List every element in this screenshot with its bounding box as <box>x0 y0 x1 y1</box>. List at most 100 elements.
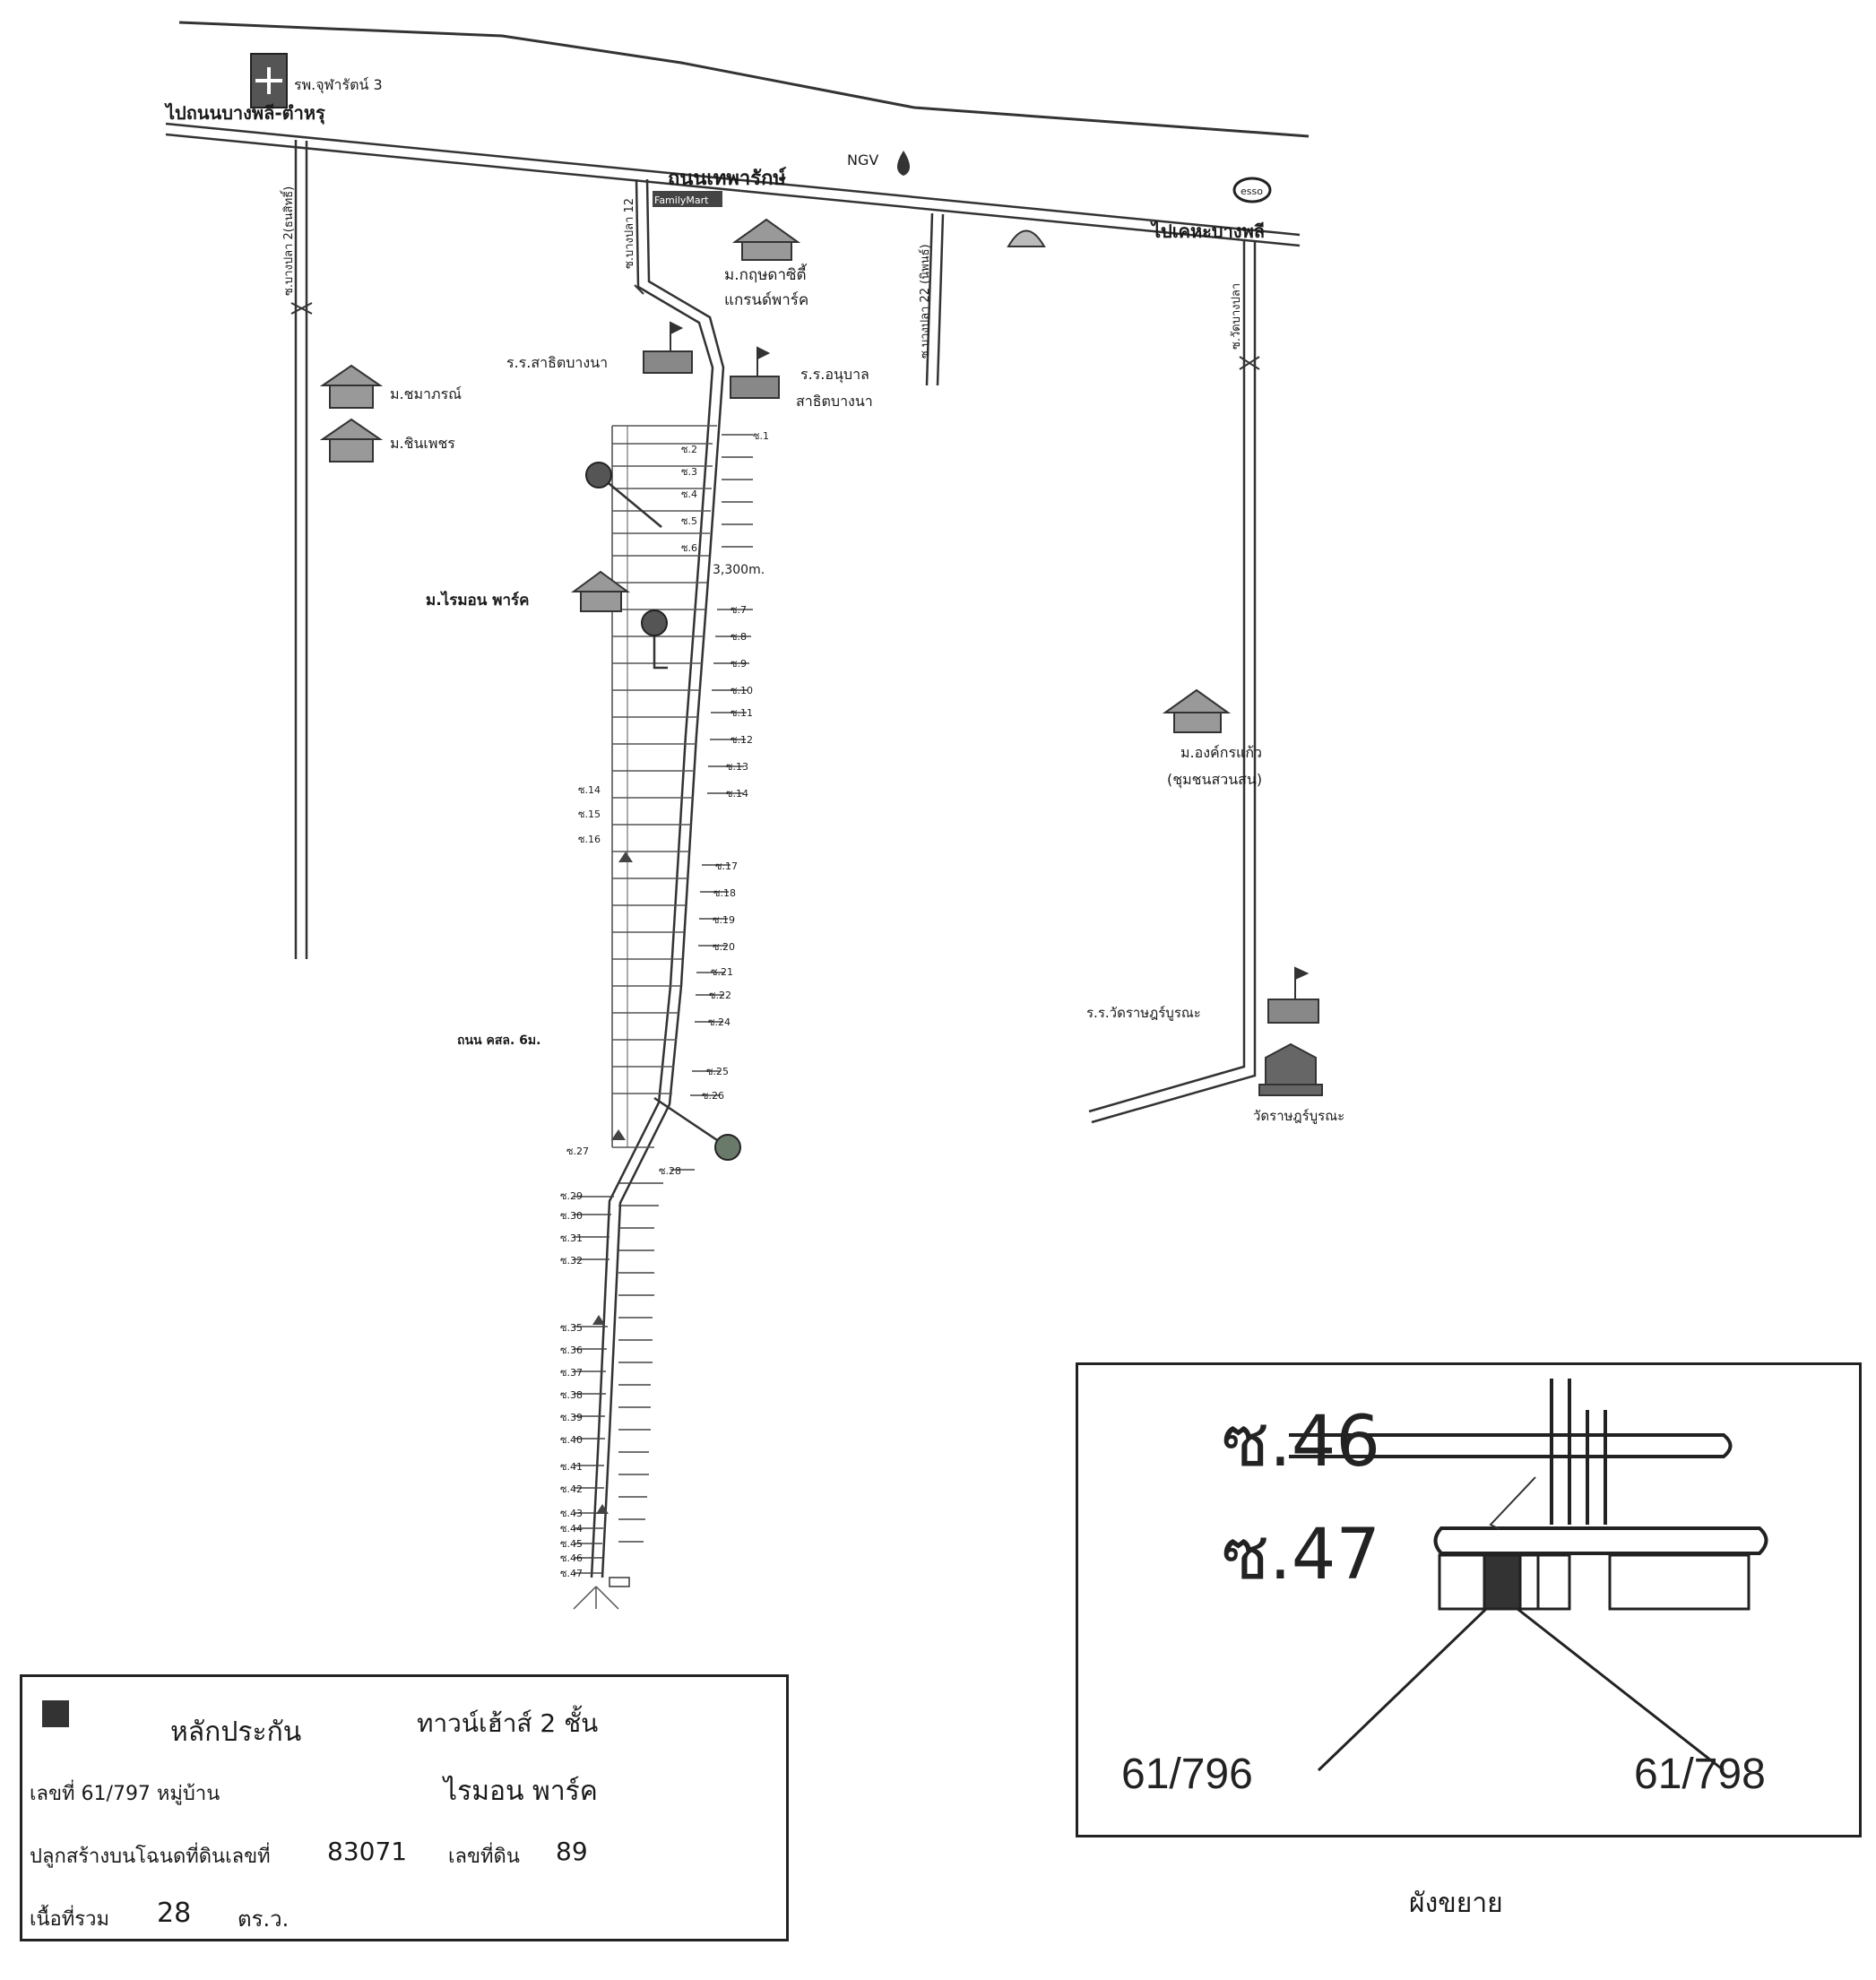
chinphet-label: ม.ชินเพชร <box>390 435 455 452</box>
soi-22-label: ซ.บางปลา 22 (นิพนธ์) <box>918 244 932 359</box>
svg-text:ซ.26: ซ.26 <box>702 1090 724 1102</box>
svg-text:ซ.11: ซ.11 <box>731 707 753 719</box>
svg-text:ซ.38: ซ.38 <box>560 1389 583 1401</box>
hospital-label: รพ.จุฬารัตน์ 3 <box>294 76 383 94</box>
temple-small-icon <box>592 852 633 1514</box>
svg-text:ซ.18: ซ.18 <box>713 887 736 899</box>
ongkorn-label-2: (ชุมชนสวนสน) <box>1167 771 1262 789</box>
svg-text:ซ.6: ซ.6 <box>681 542 697 554</box>
soi-labels-right-mid: ซ.17 ซ.18 ซ.19 ซ.20 ซ.21 ซ.22 ซ.24 ซ.25 … <box>702 860 738 1102</box>
svg-text:ซ.22: ซ.22 <box>709 990 731 1001</box>
land-number: 89 <box>556 1837 588 1866</box>
pointer-line <box>1489 1476 1536 1530</box>
distance-label: 3,300m. <box>713 563 765 577</box>
svg-text:ซ.36: ซ.36 <box>560 1344 583 1356</box>
svg-text:ซ.7: ซ.7 <box>731 604 747 616</box>
svg-text:ซ.30: ซ.30 <box>560 1210 583 1222</box>
to-west-label: ไปถนนบางพลี-ตำหรุ <box>164 102 325 125</box>
soi-wat-bangpla <box>1088 240 1257 1124</box>
svg-text:ซ.43: ซ.43 <box>560 1508 583 1519</box>
svg-text:ซ.2: ซ.2 <box>681 444 697 455</box>
soi-47-road <box>1433 1526 1768 1555</box>
school-icon <box>643 321 1319 1024</box>
svg-text:ซ.45: ซ.45 <box>560 1538 583 1550</box>
property-type: ทาวน์เฮ้าส์ 2 ชั้น <box>417 1708 599 1738</box>
svg-text:ซ.32: ซ.32 <box>560 1255 583 1267</box>
house-left-label: 61/796 <box>1121 1751 1253 1798</box>
house-number-label: เลขที่ 61/797 หมู่บ้าน <box>30 1783 220 1805</box>
svg-text:ซ.29: ซ.29 <box>560 1190 583 1202</box>
soi-46-road <box>1289 1433 1733 1458</box>
main-soi-road <box>1550 1379 1607 1525</box>
svg-text:ซ.21: ซ.21 <box>711 966 733 978</box>
soi-labels-left-mid: ซ.14 ซ.15 ซ.16 <box>578 784 601 845</box>
soi-labels-left-lower: ซ.29 ซ.30 ซ.31 ซ.32 ซ.35 ซ.36 ซ.37 ซ.38 … <box>560 1190 583 1579</box>
soi-47-label: ซ.47 <box>1222 1515 1380 1595</box>
svg-text:ซ.9: ซ.9 <box>731 658 747 670</box>
area-unit: ตร.ว. <box>238 1907 290 1932</box>
soi-stubs-right <box>670 434 753 1171</box>
soi-bangpla-12 <box>590 178 725 1578</box>
krisda-label-2: แกรนด์พาร์ค <box>724 291 808 309</box>
deed-number: 83071 <box>327 1837 408 1866</box>
svg-text:ซ.17: ซ.17 <box>715 860 738 872</box>
svg-text:ซ.1: ซ.1 <box>753 430 769 442</box>
location-markers <box>585 462 741 1161</box>
svg-text:ซ.35: ซ.35 <box>560 1322 583 1334</box>
svg-text:ซ.47: ซ.47 <box>560 1568 583 1579</box>
ngv-station-icon <box>897 151 910 176</box>
enlarged-plan-caption: ผังขยาย <box>1409 1888 1503 1919</box>
road-kasd-label: ถนน คสล. 6ม. <box>457 1033 540 1048</box>
svg-text:ซ.10: ซ.10 <box>731 685 753 696</box>
svg-text:ซ.14: ซ.14 <box>726 788 748 800</box>
hospital-icon <box>250 53 288 108</box>
familymart-icon <box>653 191 722 207</box>
area-label: เนื้อที่รวม <box>30 1908 109 1931</box>
area-value: 28 <box>157 1898 192 1929</box>
svg-text:ซ.41: ซ.41 <box>560 1461 583 1473</box>
temple-icon <box>1258 1042 1323 1096</box>
canal-line <box>178 21 1310 138</box>
svg-text:ซ.31: ซ.31 <box>560 1232 583 1244</box>
village-icon <box>319 218 1232 733</box>
school-anuban-label-2: สาธิตบางนา <box>796 393 873 410</box>
soi-west-label: ซ.บางปลา 2(ธนสิทธิ์) <box>280 186 296 296</box>
road-cross-mark <box>634 284 644 295</box>
enlarged-plan: ซ.46 ซ.47 61/796 61/798 <box>1076 1362 1862 1837</box>
svg-text:ซ.40: ซ.40 <box>560 1434 583 1446</box>
svg-text:ซ.25: ซ.25 <box>706 1066 729 1077</box>
road-cross-mark <box>1239 356 1260 370</box>
svg-text:ซ.39: ซ.39 <box>560 1412 583 1423</box>
svg-text:ซ.19: ซ.19 <box>713 914 735 926</box>
soi-wat-label: ซ.วัดบางปลา <box>1230 283 1243 350</box>
svg-text:ซ.44: ซ.44 <box>560 1523 583 1535</box>
village-name: ไรมอน พาร์ค <box>444 1776 598 1807</box>
deed-label: ปลูกสร้างบนโฉนดที่ดินเลขที่ <box>30 1846 271 1868</box>
familymart-label: FamilyMart <box>654 195 709 206</box>
temple-label: วัดราษฎร์บูรณะ <box>1253 1108 1344 1124</box>
leader-left <box>1317 1607 1488 1772</box>
soi-12-label: ซ.บางปลา 12 <box>623 198 636 269</box>
soi-27-label: ซ.27 <box>566 1146 589 1157</box>
soi-46-label: ซ.46 <box>1222 1402 1380 1483</box>
soi-28-label: ซ.28 <box>659 1165 681 1177</box>
main-road-label: ถนนเทพารักษ์ <box>668 167 786 190</box>
shell-station-icon <box>1007 229 1046 247</box>
svg-text:ซ.37: ซ.37 <box>560 1367 583 1379</box>
ongkorn-label: ม.องค์กรแก้ว <box>1180 744 1262 761</box>
townhouse-row <box>1438 1553 1751 1611</box>
svg-text:ซ.8: ซ.8 <box>731 631 747 643</box>
school-sarit-label: ร.ร.สาธิตบางนา <box>506 354 608 371</box>
soi-bangpla-2 <box>294 140 308 959</box>
krisda-label: ม.กฤษดาซิตี้ <box>724 264 808 284</box>
svg-text:ซ.15: ซ.15 <box>578 808 601 820</box>
village-grid <box>611 425 717 1148</box>
to-east-label: ไปเคหะบางพลี <box>1150 220 1265 242</box>
raimon-label: ม.ไรมอน พาร์ค <box>426 591 530 610</box>
svg-text:ซ.5: ซ.5 <box>681 515 697 527</box>
land-number-label: เลขที่ดิน <box>448 1846 520 1868</box>
house-right-label: 61/798 <box>1634 1751 1766 1798</box>
ngv-label: NGV <box>847 151 878 169</box>
svg-text:ซ.42: ซ.42 <box>560 1483 583 1495</box>
